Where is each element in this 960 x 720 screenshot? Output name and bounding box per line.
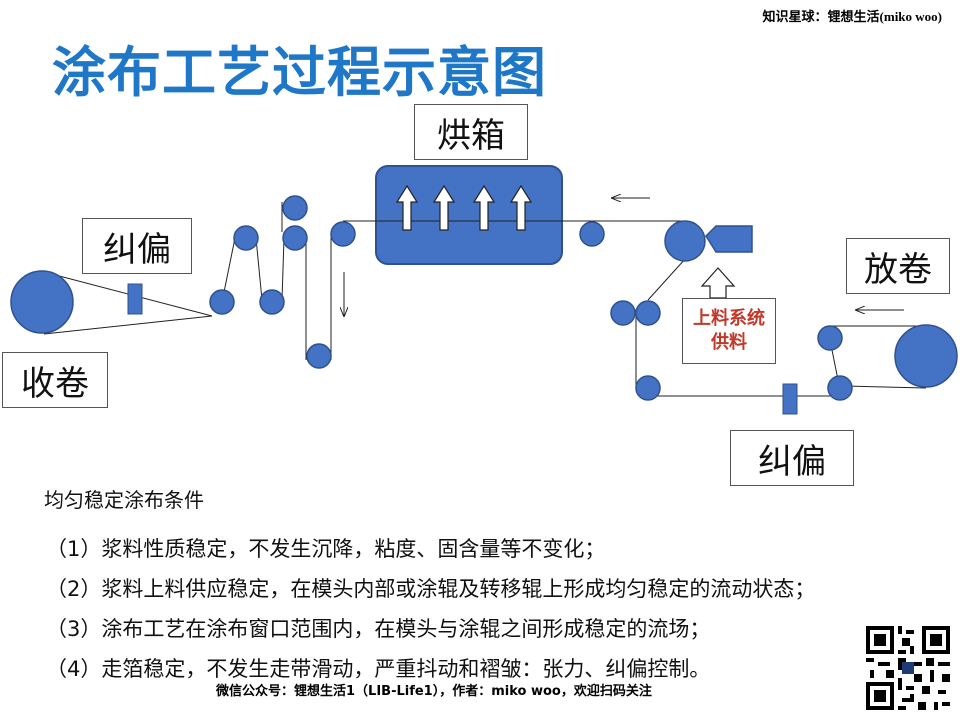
roller — [306, 343, 332, 369]
watermark-bottom: 微信公众号：锂想生活1（LIB-Life1），作者：miko woo，欢迎扫码关… — [216, 684, 652, 699]
roller — [282, 225, 308, 251]
qr-code-icon — [862, 622, 954, 714]
oven-label: 烘箱 — [414, 104, 528, 160]
roller — [635, 300, 661, 326]
condition-item: （4）走箔稳定，不发生走带滑动，严重抖动和褶皱：张力、纠偏控制。 — [46, 657, 711, 681]
rectifier-bar-left — [127, 283, 143, 315]
condition-item: （2）浆料上料供应稳定，在模头内部或涂辊及转移辊上形成均匀稳定的流动状态； — [46, 577, 816, 601]
up-arrow-icon — [472, 184, 496, 231]
watermark-top: 知识星球：锂想生活(miko woo) — [762, 9, 942, 24]
roller — [635, 375, 661, 401]
unwind-label: 放卷 — [846, 238, 950, 294]
condition-item: （3）涂布工艺在涂布窗口范围内，在模头与涂辊之间形成稳定的流场； — [46, 617, 711, 641]
roller — [827, 375, 853, 401]
conditions-heading: 均匀稳定涂布条件 — [44, 488, 204, 512]
roller — [282, 195, 308, 221]
rewind-label: 收卷 — [2, 352, 108, 408]
rectify-right-label: 纠偏 — [730, 430, 854, 486]
roller — [579, 221, 605, 247]
web-path — [43, 202, 927, 397]
roller — [259, 289, 285, 315]
roller — [817, 325, 843, 351]
roller — [233, 225, 259, 251]
rewind-roll — [10, 270, 74, 334]
roller — [330, 221, 356, 247]
up-arrow-icon — [395, 184, 419, 231]
conditions-block: 均匀稳定涂布条件 （1）浆料性质稳定，不发生沉降，粘度、固含量等不变化； （2）… — [44, 484, 815, 689]
coating-die — [705, 225, 753, 253]
feed-line-2: 供料 — [711, 332, 747, 353]
unwind-roll — [894, 324, 958, 388]
feed-line-1: 上料系统 — [693, 308, 765, 329]
up-arrow-icon — [509, 184, 533, 231]
coating-roller — [664, 220, 706, 262]
roller — [209, 289, 235, 315]
feed-system-label: 上料系统 供料 — [682, 298, 776, 364]
rectifier-bar-right — [782, 383, 798, 415]
feed-up-arrow-icon — [700, 267, 736, 299]
up-arrow-icon — [432, 184, 456, 231]
oven-box — [375, 165, 563, 265]
roller — [610, 300, 636, 326]
rectify-left-label: 纠偏 — [82, 218, 192, 274]
page-title: 涂布工艺过程示意图 — [52, 41, 547, 104]
condition-item: （1）浆料性质稳定，不发生沉降，粘度、固含量等不变化； — [46, 537, 606, 561]
